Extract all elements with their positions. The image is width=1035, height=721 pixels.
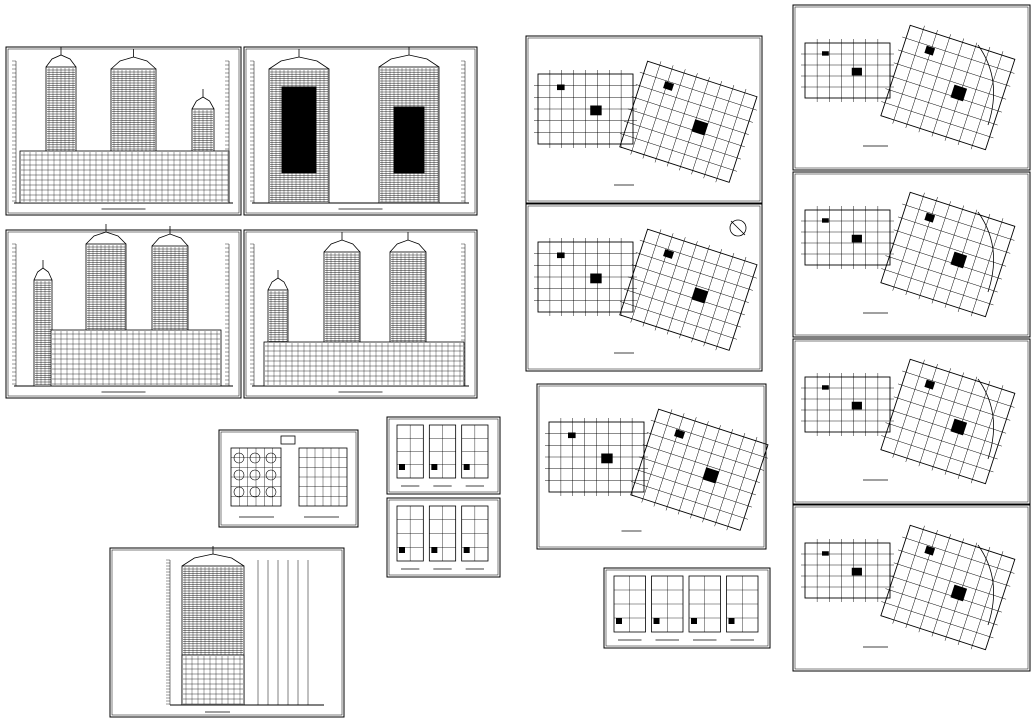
sheet-border [386,416,501,495]
drawing-sheet-elevation-4[interactable] [243,229,478,399]
sheet-border [536,383,767,550]
sheet-border [792,338,1031,505]
sheet-border [603,567,771,649]
drawing-sheet-podium-plan-2[interactable] [525,203,763,372]
sheets-layer [5,4,1031,718]
sheet-border [525,35,763,204]
drawing-sheet-elevation-2[interactable] [243,46,478,216]
drawing-sheet-tower-plan-1[interactable] [792,4,1031,171]
drawing-sheet-podium-plan-3[interactable] [536,383,773,550]
drawing-sheet-podium-plan-1[interactable] [525,35,763,204]
drawing-sheet-core-plans[interactable] [218,429,359,528]
drawing-sheet-tower-plan-2[interactable] [792,171,1031,338]
sheet-border [218,429,359,528]
north-arrow-icon [729,219,747,237]
sheet-border [792,171,1031,338]
sheet-border [792,4,1031,171]
drawing-sheet-unit-plans-a[interactable] [386,416,501,495]
sheet-border [792,504,1031,672]
drawing-sheet-tower-plan-3[interactable] [792,338,1031,505]
sheet-border [525,203,763,372]
drawing-sheet-elevation-1[interactable] [5,46,242,216]
drawing-sheet-unit-plans-c[interactable] [603,567,771,649]
drawing-sheet-section-tower[interactable] [109,546,345,718]
drawing-sheet-elevation-3[interactable] [5,224,242,399]
sheet-border [386,497,501,578]
drawing-sheet-tower-plan-4[interactable] [792,504,1031,672]
drawing-sheet-unit-plans-b[interactable] [386,497,501,578]
